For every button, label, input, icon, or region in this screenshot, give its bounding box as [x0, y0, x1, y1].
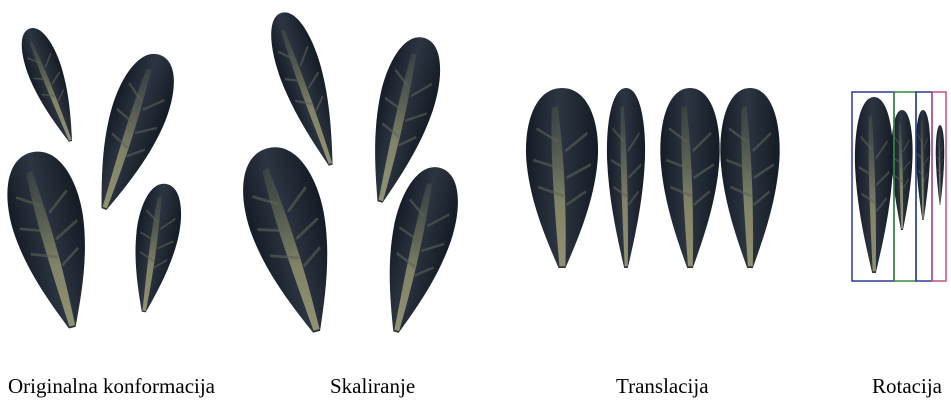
leaf-shape	[936, 125, 944, 205]
leaf-shape	[855, 97, 893, 273]
leaf-shape	[14, 23, 87, 147]
caption-rotation: Rotacija	[872, 374, 942, 399]
leaf-shape	[720, 88, 779, 268]
leaf-shape	[0, 144, 107, 336]
leaf-shape	[660, 88, 719, 268]
caption-original: Originalna konformacija	[8, 374, 215, 399]
leaf-shape	[916, 110, 930, 220]
caption-translation: Translacija	[616, 374, 709, 399]
scaling-group	[231, 6, 469, 341]
rotation-group	[852, 92, 946, 281]
caption-scaling: Skaliranje	[330, 374, 415, 399]
leaf-shape	[231, 138, 354, 341]
leaf-shape	[123, 180, 187, 315]
leaf-shape	[261, 6, 351, 171]
translation-group	[526, 88, 780, 268]
original-conformation-group	[0, 23, 187, 336]
leaf-shape	[607, 88, 645, 268]
leaf-shape	[526, 88, 598, 268]
